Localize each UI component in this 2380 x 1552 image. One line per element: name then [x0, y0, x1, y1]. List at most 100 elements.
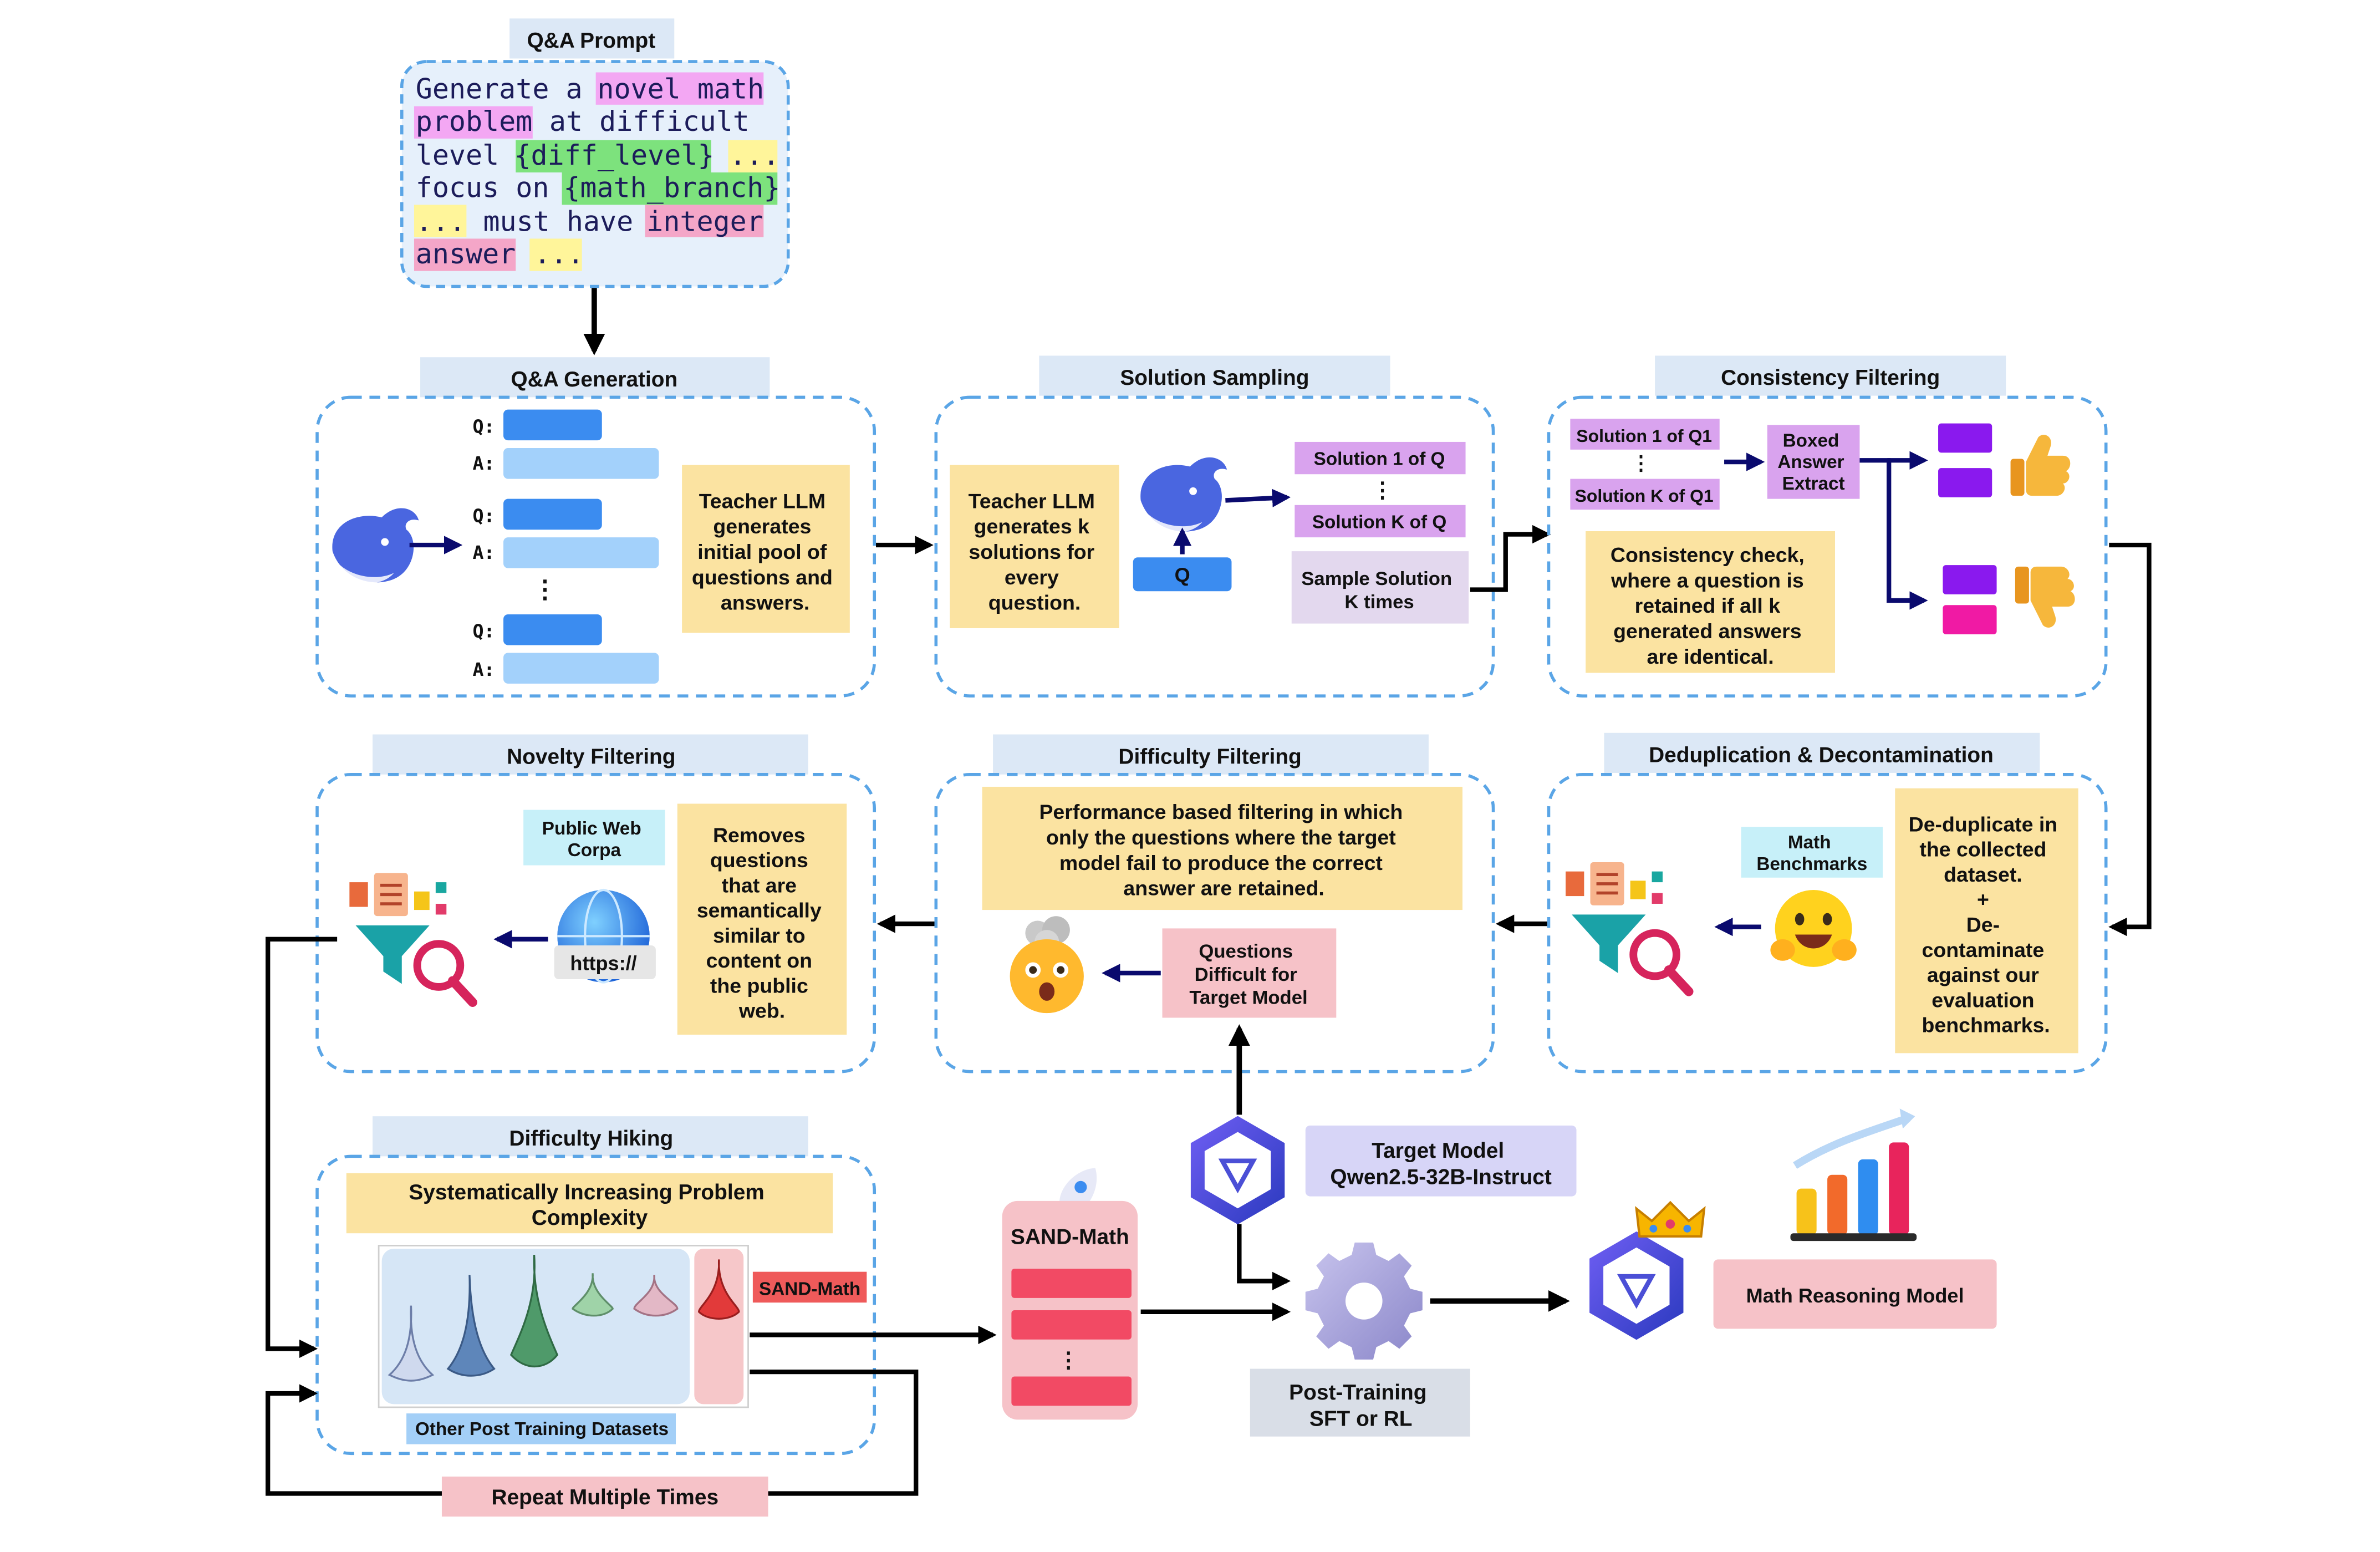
qa-generation-panel: Q&A Generation Q: A: Q: A: ⋮ Q: A: Teach… [315, 357, 876, 698]
sample-solution-label: Sample Solution K times [1301, 568, 1457, 613]
solution-ellipsis: ⋮ [1372, 479, 1393, 502]
q-box [1133, 557, 1232, 592]
target-model-label: Target Model Qwen2.5-32B-Instruct [1330, 1139, 1552, 1189]
question-bar [503, 498, 602, 530]
crown-icon [1635, 1200, 1706, 1238]
prompt-line-1: Generate a novel math [416, 73, 765, 105]
dedup-note: De-duplicate in the collected dataset. +… [1909, 812, 2063, 1036]
a-label: A: [472, 542, 495, 563]
bar-chart-icon [1790, 1108, 1917, 1241]
sand-math-row [1011, 1269, 1132, 1298]
consistency-ellipsis: ⋮ [1631, 451, 1651, 474]
qa-generation-title: Q&A Generation [511, 368, 677, 391]
sand-math-row [1011, 1310, 1132, 1340]
sample-solution-box [1291, 551, 1469, 624]
dedup-title: Deduplication & Decontamination [1649, 744, 1994, 767]
sand-math-tag-label: SAND-Math [759, 1279, 860, 1299]
sand-math-label: SAND-Math [1011, 1225, 1129, 1249]
question-bar [503, 614, 602, 645]
math-benchmarks-label: Math Benchmarks [1756, 832, 1867, 874]
list-ellipsis: ⋮ [533, 576, 557, 603]
sand-math-tag [752, 1271, 867, 1303]
sand-math-ellipsis: ⋮ [1058, 1349, 1079, 1372]
thumbs-up-icon [2010, 435, 2071, 496]
filter-search-icon [349, 873, 477, 1007]
answer-block-mismatch [1943, 605, 1997, 635]
boxed-answer-box [1767, 425, 1860, 499]
novelty-note: Removes questions that are semantically … [697, 823, 827, 1022]
difficulty-hiking-banner: Systematically Increasing Problem Comple… [409, 1180, 770, 1230]
exploding-head-icon [1010, 916, 1084, 1014]
consistency-note: Consistency check, where a question is r… [1611, 543, 1810, 668]
difficulty-hiking-title: Difficulty Hiking [509, 1127, 673, 1151]
q-label: Q: [472, 415, 495, 437]
qa-prompt-title: Q&A Prompt [527, 29, 655, 53]
difficulty-hiking-panel: Difficulty Hiking Systematically Increas… [315, 1116, 876, 1456]
qa-generation-note-bg [682, 465, 850, 633]
a-label: A: [472, 452, 495, 474]
gear-icon [1305, 1242, 1423, 1360]
repeat-box [441, 1476, 768, 1517]
math-benchmarks-box [1741, 827, 1883, 878]
sand-math-row [1011, 1376, 1132, 1406]
qa-prompt-section: Q&A Prompt Generate a novel math problem… [400, 18, 790, 288]
consistency-solution-1: Solution 1 of Q1 [1576, 426, 1712, 446]
solution-k-label: Solution K of Q [1312, 512, 1446, 532]
violin-plot [388, 1254, 740, 1382]
math-reasoning-model-label: Math Reasoning Model [1746, 1284, 1964, 1307]
q-label: Q: [472, 620, 495, 642]
whale-icon [332, 508, 419, 583]
solution-k-box [1295, 505, 1466, 538]
public-web-corpa-box [523, 810, 665, 866]
math-reasoning-model-box [1713, 1259, 1997, 1329]
filter-search-icon [1566, 862, 1694, 996]
answer-bar [503, 653, 659, 684]
difficulty-filtering-note: Performance based filtering in which onl… [1039, 800, 1408, 899]
dedup-panel: Deduplication & Decontamination Math Ben… [1547, 732, 2108, 1073]
q-label: Q: [472, 505, 495, 526]
answer-block [1943, 565, 1997, 594]
consistency-solution-k: Solution K of Q1 [1575, 486, 1714, 506]
qa-pairs-list: Q: A: Q: A: ⋮ Q: A: [472, 409, 659, 684]
thumbs-down-icon [2015, 566, 2075, 628]
prompt-line-6: answer ... [416, 238, 584, 270]
boxed-answer-label: Boxed Answer Extract [1777, 430, 1849, 494]
post-training-label: Post-Training SFT or RL [1289, 1381, 1433, 1431]
other-datasets-label: Other Post Training Datasets [415, 1419, 669, 1439]
public-web-corpa-label: Public Web Corpa [542, 818, 646, 861]
answer-block [1938, 468, 1992, 497]
qwen-logo-icon [1190, 1116, 1285, 1225]
question-bar [503, 409, 602, 441]
prompt-line-4: focus on {math_branch} [416, 171, 781, 203]
solution-1-label: Solution 1 of Q [1314, 449, 1445, 470]
prompt-line-5: ... must have integer [416, 206, 763, 238]
prompt-line-3: level {diff_level} ... [416, 139, 779, 171]
whale-icon [1140, 457, 1227, 532]
questions-difficult-box [1162, 928, 1337, 1018]
answer-bar [503, 448, 659, 479]
novelty-filtering-title: Novelty Filtering [507, 745, 675, 769]
other-datasets-box [406, 1413, 676, 1444]
q-box-label: Q [1175, 564, 1190, 587]
consistency-filtering-panel: Consistency Filtering Solution 1 of Q1 ⋮… [1547, 355, 2108, 698]
post-training-box [1250, 1368, 1470, 1437]
questions-difficult-label: Questions Difficult for Target Model [1189, 941, 1307, 1008]
a-label: A: [472, 659, 495, 680]
consistency-filtering-title: Consistency Filtering [1721, 366, 1940, 390]
https-label: https:// [570, 951, 636, 974]
solution-sampling-title: Solution Sampling [1120, 366, 1309, 390]
novelty-filtering-panel: Novelty Filtering Public Web Corpa ht [315, 734, 876, 1073]
target-model-box [1305, 1125, 1577, 1197]
globe-icon: https:// [554, 888, 656, 984]
answer-block [1938, 423, 1992, 453]
qwen-logo-icon [1589, 1231, 1684, 1340]
solution-1-box [1295, 441, 1466, 475]
prompt-line-2: problem at difficult [416, 105, 750, 138]
difficulty-filtering-panel: Difficulty Filtering Performance based f… [934, 734, 1495, 1073]
panel-title-bg [509, 18, 675, 59]
solution-sampling-note: Teacher LLM generates k solutions for ev… [969, 489, 1101, 614]
sand-math-dataset: SAND-Math ⋮ [1002, 1168, 1138, 1420]
qa-generation-note: Teacher LLM generates initial pool of qu… [692, 489, 838, 614]
solution-sampling-panel: Solution Sampling Teacher LLM generates … [934, 355, 1495, 698]
